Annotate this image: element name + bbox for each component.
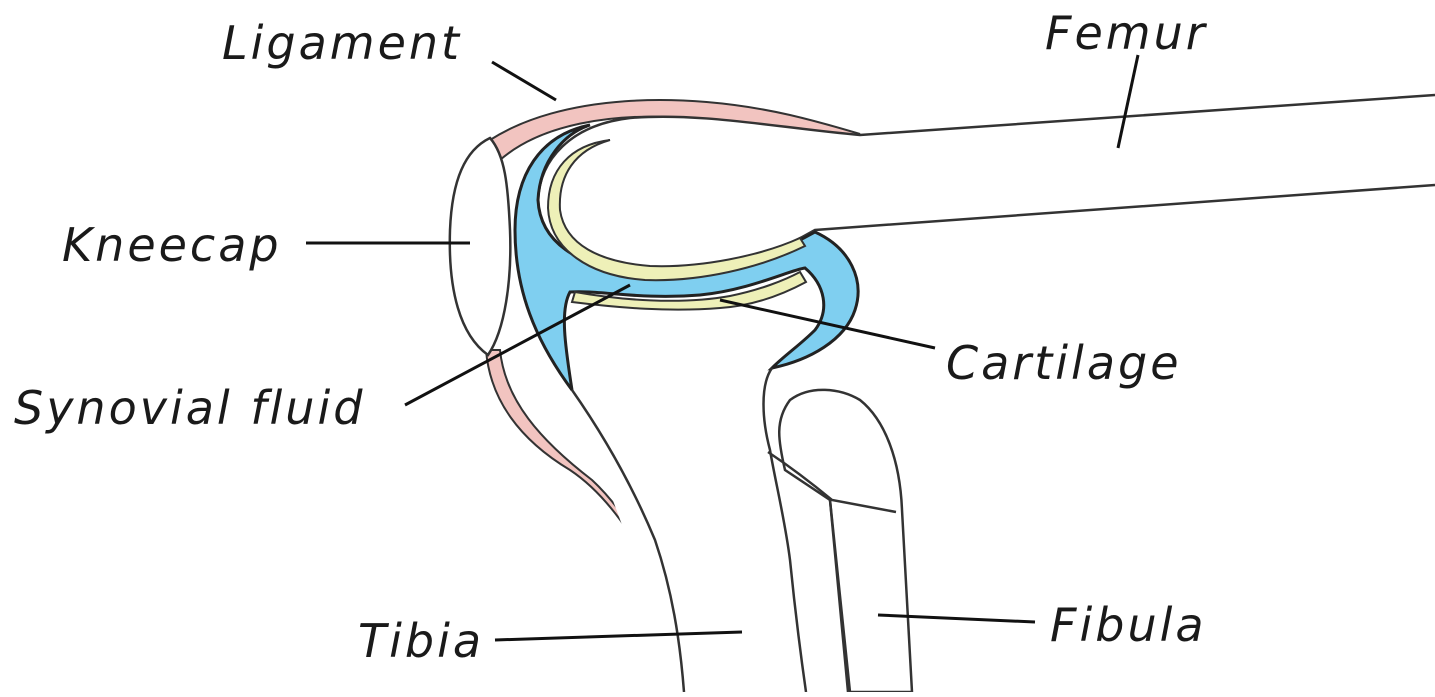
cartilage-label: Cartilage: [946, 340, 1182, 386]
femur-bone: [538, 95, 1435, 273]
synovial-fluid-leader: [405, 285, 630, 405]
kneecap-label: Kneecap: [62, 222, 282, 268]
ligament-leader: [492, 62, 556, 100]
tibia-bone: [572, 390, 684, 692]
tibia-label: Tibia: [358, 618, 484, 664]
kneecap-bone: [450, 138, 511, 355]
femur-label: Femur: [1045, 10, 1208, 56]
ligament-label: Ligament: [222, 20, 462, 66]
fibula-label: Fibula: [1050, 602, 1207, 648]
tibia-leader: [495, 632, 742, 640]
synovial-fluid-label: Synovial fluid: [14, 385, 365, 431]
